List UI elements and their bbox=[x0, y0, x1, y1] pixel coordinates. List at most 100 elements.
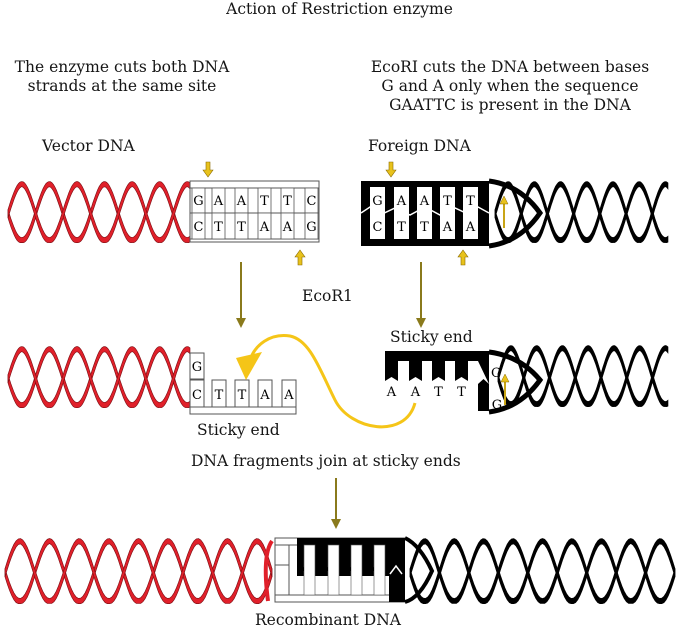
helix-end bbox=[404, 536, 435, 604]
recombinant-junction bbox=[263, 536, 435, 604]
base-label-top: T bbox=[443, 194, 452, 209]
base-label-bottom: A bbox=[259, 388, 270, 403]
base-label-top: T bbox=[466, 194, 475, 209]
base-stub bbox=[478, 361, 489, 411]
helix-strand bbox=[409, 538, 676, 604]
base-stub bbox=[432, 361, 445, 381]
helix-strand bbox=[497, 345, 669, 408]
notch bbox=[345, 567, 351, 571]
vector-dna-label: Vector DNA bbox=[42, 137, 135, 155]
base-cell bbox=[303, 544, 316, 596]
vector-dna-helix-cut bbox=[7, 346, 191, 409]
helix-strand bbox=[497, 345, 669, 408]
base-label-bottom: T bbox=[238, 388, 247, 403]
foreign-dna-label: Foreign DNA bbox=[368, 137, 471, 155]
base-cell bbox=[234, 212, 249, 240]
base-label-bottom: T bbox=[420, 220, 429, 235]
base-cell bbox=[394, 187, 409, 239]
cut-arrow-side-foreign bbox=[499, 195, 509, 228]
base-cell bbox=[327, 544, 340, 596]
helix-strand bbox=[4, 538, 273, 604]
foreign-block bbox=[389, 538, 405, 602]
base-label-top: A bbox=[236, 194, 247, 209]
notch bbox=[322, 567, 328, 571]
foreign-dna-helix bbox=[494, 181, 669, 244]
base-label-top: A bbox=[419, 194, 430, 209]
base-cell bbox=[373, 544, 386, 596]
base-cell bbox=[417, 187, 432, 239]
base-label-top: A bbox=[396, 194, 407, 209]
base-stub bbox=[385, 361, 398, 381]
base-label-bottom: T bbox=[237, 220, 246, 235]
base-cell bbox=[189, 352, 205, 380]
base-cell bbox=[280, 212, 295, 240]
helix-strand bbox=[4, 538, 273, 604]
base-label-top: T bbox=[260, 194, 269, 209]
diagram-title: Action of Restriction enzyme bbox=[226, 0, 453, 18]
base-label-bottom: G bbox=[492, 398, 502, 413]
helix-strand bbox=[494, 181, 669, 244]
left-note-line-1: The enzyme cuts both DNA bbox=[14, 58, 230, 76]
base-label-top: T bbox=[283, 194, 292, 209]
notch bbox=[389, 564, 403, 575]
base-label-top: G bbox=[192, 360, 202, 375]
enzyme-label: EcoR1 bbox=[302, 287, 353, 305]
base-label-overhang: A bbox=[410, 385, 421, 400]
base-label-bottom: T bbox=[214, 220, 223, 235]
base-label-top: C bbox=[491, 366, 501, 381]
base-cell bbox=[211, 212, 226, 240]
helix-strand bbox=[494, 181, 669, 244]
base-label-bottom: C bbox=[194, 220, 204, 235]
foreign-dna-helix-cut bbox=[497, 345, 669, 408]
cut-arrow-bottom-vector bbox=[294, 249, 306, 266]
base-label-bottom: A bbox=[282, 220, 293, 235]
base-label-overhang: A bbox=[386, 385, 397, 400]
right-note-line-3: GAATTC is present in the DNA bbox=[389, 96, 631, 114]
base-label-bottom: T bbox=[215, 388, 224, 403]
right-note-line-2: G and A only when the sequence bbox=[381, 77, 639, 95]
cut-arrow-side-foreign-2 bbox=[500, 373, 510, 405]
base-cell bbox=[350, 544, 363, 596]
notch bbox=[368, 567, 374, 571]
base-label-overhang: T bbox=[457, 385, 466, 400]
cut-arrow-top-foreign bbox=[385, 161, 397, 178]
base-cell bbox=[191, 212, 206, 240]
base-label-bottom: G bbox=[306, 220, 316, 235]
sticky-end-label-left: Sticky end bbox=[197, 421, 280, 439]
base-label-bottom: C bbox=[192, 388, 202, 403]
base-label-top: G bbox=[193, 194, 203, 209]
base-label-top: A bbox=[213, 194, 224, 209]
join-caption: DNA fragments join at sticky ends bbox=[191, 452, 461, 470]
right-note: EcoRI cuts the DNA between bases G and A… bbox=[345, 58, 675, 115]
sticky-end-label-right: Sticky end bbox=[390, 328, 473, 346]
base-label-bottom: C bbox=[373, 220, 383, 235]
join-arrow bbox=[236, 334, 417, 429]
cut-arrow-top-vector bbox=[202, 161, 214, 178]
recombinant-vector-helix bbox=[4, 538, 273, 604]
foreign-recognition-site: GAATTCTTAACG bbox=[360, 178, 544, 249]
base-label-bottom: T bbox=[397, 220, 406, 235]
base-label-bottom: A bbox=[259, 220, 270, 235]
recombinant-foreign-helix bbox=[409, 538, 676, 604]
notch bbox=[298, 567, 304, 571]
base-cell bbox=[304, 212, 319, 240]
base-label-top: G bbox=[372, 194, 382, 209]
base-cell bbox=[440, 187, 455, 239]
vector-dna-helix bbox=[7, 181, 191, 244]
base-stub bbox=[455, 361, 468, 381]
base-label-bottom: A bbox=[442, 220, 453, 235]
cut-arrow-bottom-foreign bbox=[457, 249, 469, 266]
base-label-bottom: A bbox=[465, 220, 476, 235]
left-note: The enzyme cuts both DNA strands at the … bbox=[0, 58, 244, 96]
base-stub bbox=[409, 361, 422, 381]
base-cell bbox=[257, 212, 272, 240]
base-label-top: C bbox=[307, 194, 317, 209]
left-note-line-2: strands at the same site bbox=[27, 77, 217, 95]
right-note-line-1: EcoRI cuts the DNA between bases bbox=[370, 58, 650, 76]
base-label-overhang: T bbox=[434, 385, 443, 400]
backbone bbox=[385, 351, 495, 361]
recombinant-dna-label: Recombinant DNA bbox=[255, 611, 401, 629]
